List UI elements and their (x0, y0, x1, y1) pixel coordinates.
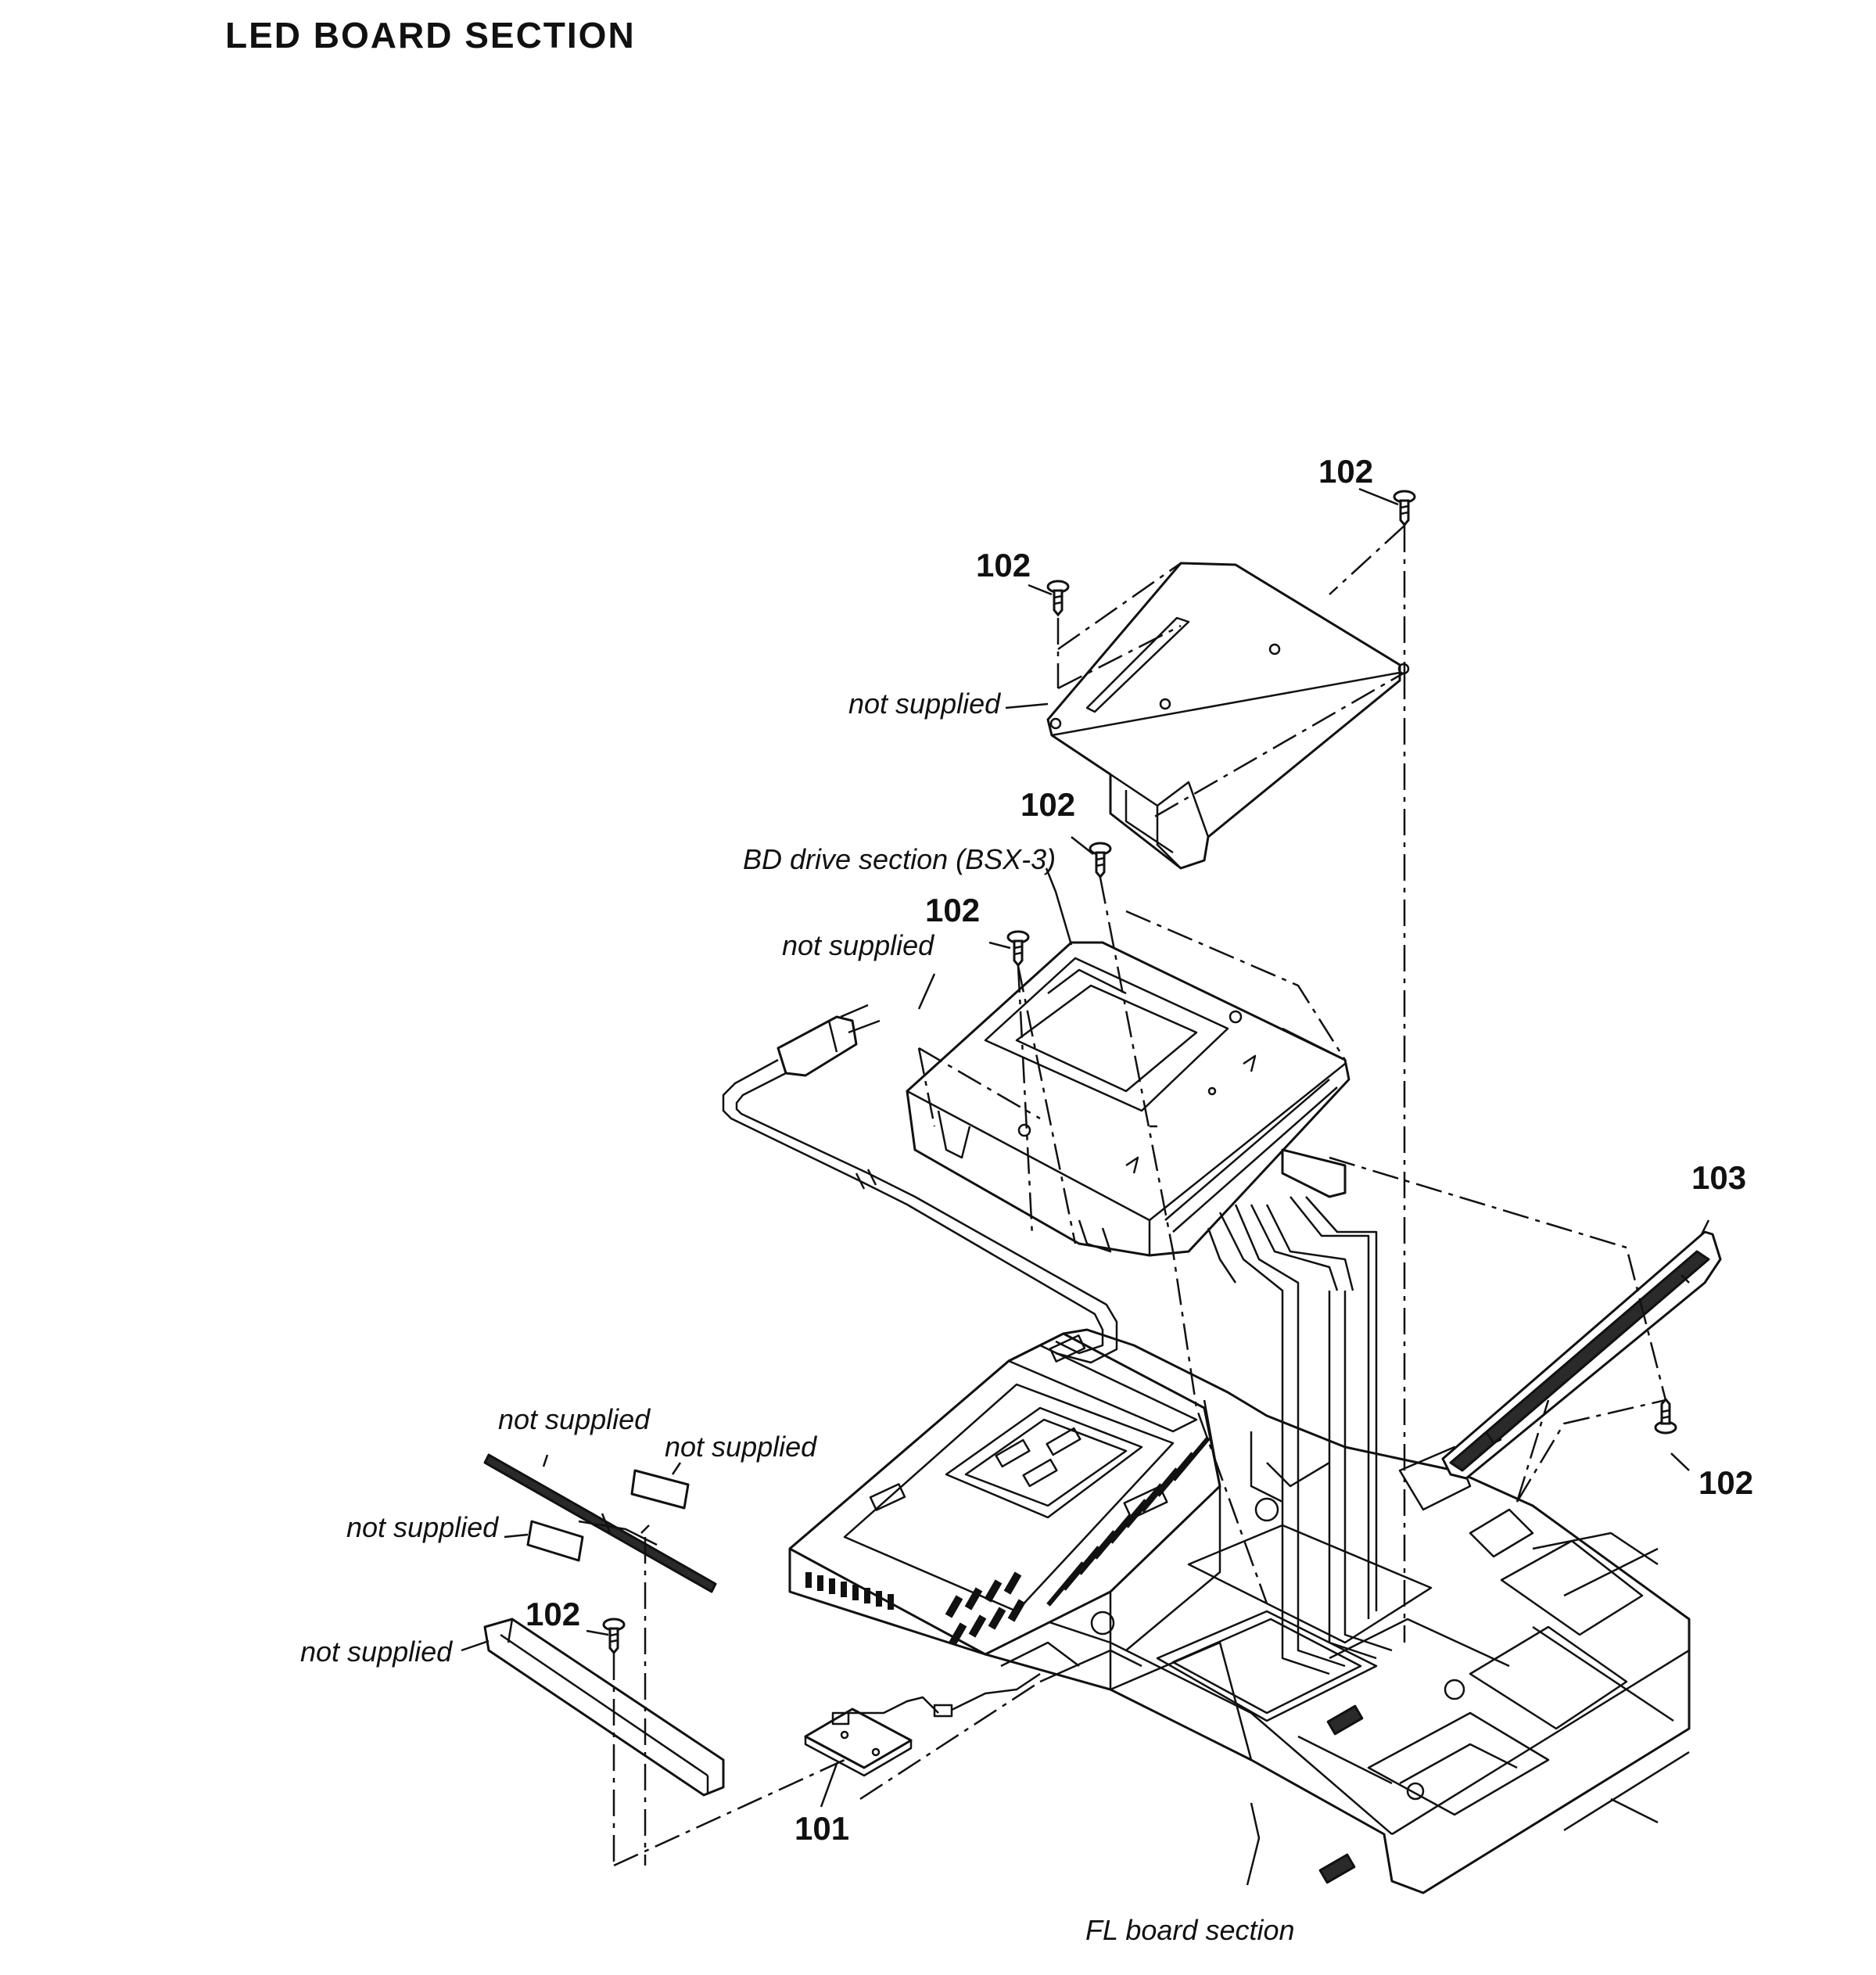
screw-top-right (1393, 490, 1416, 527)
part-103-strip (1441, 1230, 1722, 1480)
top-bracket (1046, 562, 1410, 870)
note-tape-right-not-supplied: not supplied (665, 1431, 817, 1463)
note-sheet-not-supplied: not supplied (782, 929, 934, 961)
label-102-right: 102 (1698, 1464, 1753, 1501)
label-102-drive-left: 102 (925, 892, 980, 928)
assembly-lines (612, 525, 1667, 1867)
label-102-top-left: 102 (976, 547, 1031, 584)
label-102-top-right: 102 (1318, 453, 1373, 490)
label-102-drive-right: 102 (1021, 786, 1075, 823)
main-chassis (788, 1328, 1691, 1894)
note-bracket-not-supplied: not supplied (848, 688, 1001, 720)
screw-drive-right (1089, 842, 1112, 879)
label-103: 103 (1691, 1159, 1746, 1196)
screw-drive-left (1006, 930, 1030, 968)
chassis-vents (805, 1436, 1211, 1646)
power-cord (722, 1004, 1118, 1364)
note-labels: not supplied BD drive section (BSX-3) no… (300, 688, 1295, 1946)
note-tape-left-not-supplied: not supplied (346, 1511, 499, 1543)
left-front-parts (483, 1453, 725, 1797)
led-board-101 (804, 1672, 1041, 1777)
part-number-labels: 102 102 102 102 103 102 102 101 (525, 453, 1753, 1847)
screws-102 (602, 490, 1677, 1655)
screw-left (602, 1618, 626, 1655)
label-102-left: 102 (525, 1596, 580, 1632)
tape-right (630, 1469, 690, 1510)
section-title: LED BOARD SECTION (225, 15, 636, 56)
tape-left (526, 1520, 584, 1562)
flat-cables (1207, 1148, 1393, 1675)
note-bd-drive-section: BD drive section (BSX-3) (743, 843, 1056, 875)
leader-lines (461, 487, 1710, 1886)
screw-top-left (1046, 580, 1070, 617)
label-101: 101 (795, 1810, 849, 1847)
bd-drive (906, 941, 1351, 1257)
screw-right (1654, 1397, 1677, 1435)
note-fl-board-section: FL board section (1085, 1914, 1295, 1946)
note-bar-not-supplied: not supplied (498, 1403, 651, 1435)
note-front-piece-not-supplied: not supplied (300, 1636, 453, 1668)
